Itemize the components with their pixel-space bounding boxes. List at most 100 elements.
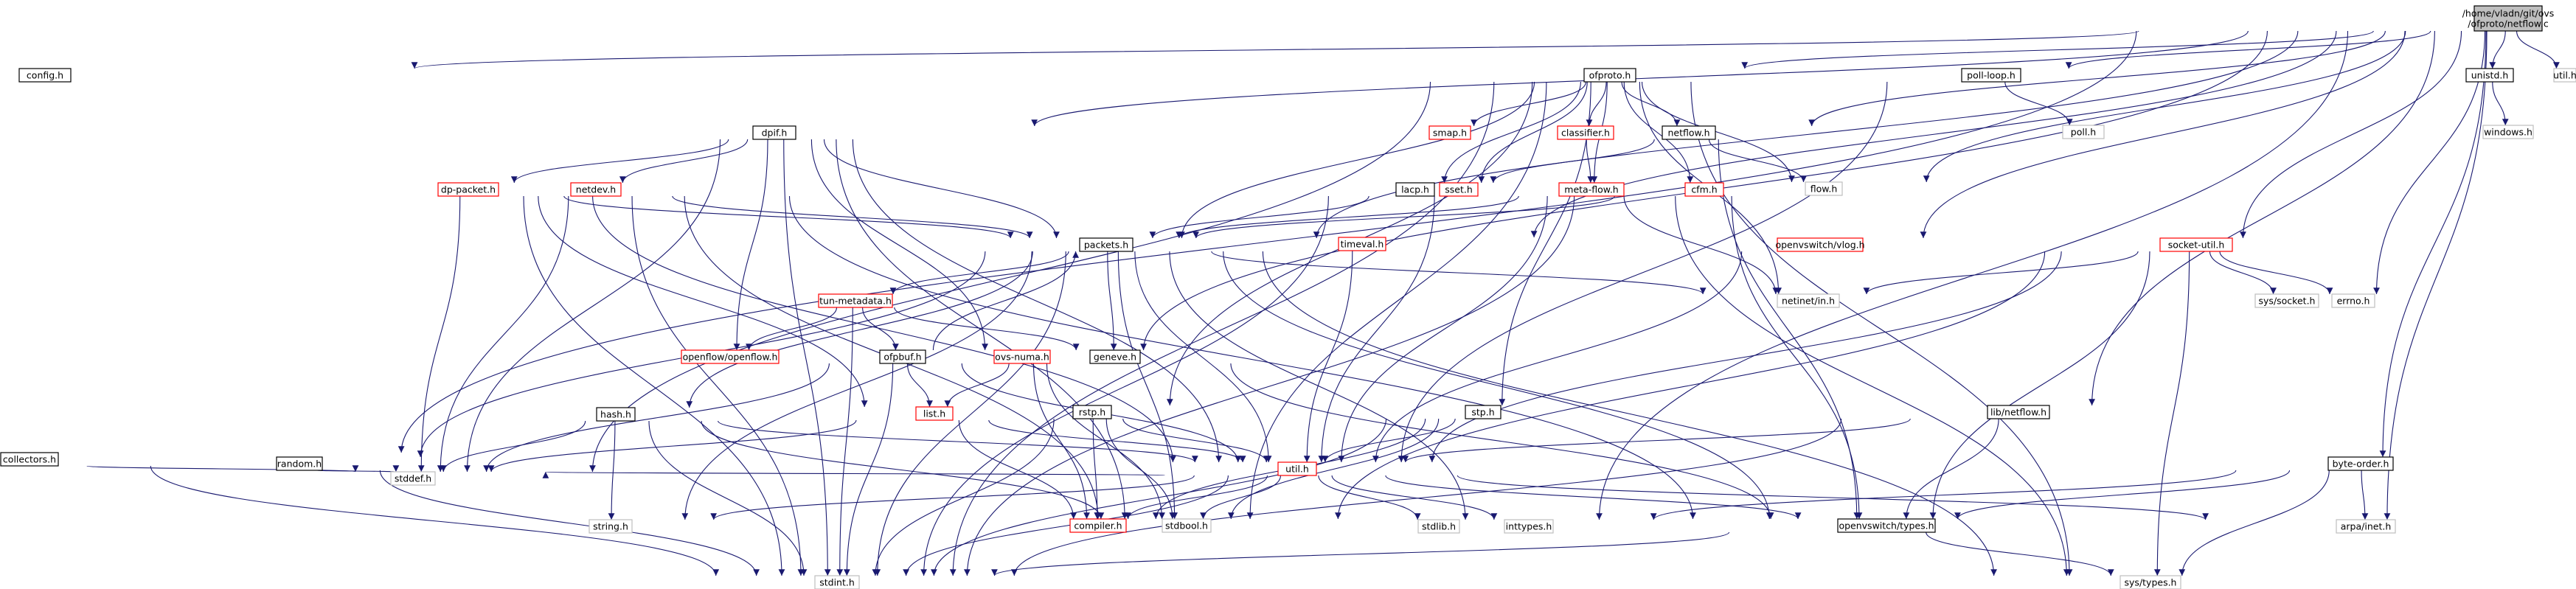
edge-dpif-to-ovs_numa (810, 139, 988, 351)
edge-hash-to-util (718, 420, 1198, 463)
node-flow[interactable]: flow.h (1805, 181, 1843, 196)
edge-root-to-config (412, 30, 2139, 69)
node-vlog[interactable]: openvswitch/vlog.h (1775, 237, 1865, 252)
node-label-netinet-in: netinet/in.h (1782, 296, 1835, 307)
edge-root-to-byte_order (2379, 30, 2487, 458)
edge-rstp-to-util (1122, 418, 1270, 463)
edge-dp_packet-to-stddef (417, 195, 461, 473)
edge-cfm-to-ovs_types (1731, 195, 1863, 520)
node-label-dp-packet: dp-packet.h (441, 184, 496, 195)
node-unistd[interactable]: unistd.h (2465, 68, 2514, 83)
node-label-ovs-types: openvswitch/types.h (1839, 520, 1934, 532)
edge-socket_util-to-netinet_in (1863, 251, 2139, 295)
node-collectors[interactable]: collectors.h (0, 452, 59, 467)
node-label-stddef: stddef.h (395, 473, 431, 484)
node-classifier[interactable]: classifier.h (1557, 125, 1614, 140)
node-label-smap: smap.h (1433, 128, 1467, 139)
node-byte-order[interactable]: byte-order.h (2327, 456, 2394, 471)
node-meta-flow[interactable]: meta-flow.h (1558, 182, 1625, 197)
node-label-root: /ofproto/netflow.c (2468, 18, 2549, 29)
node-ovs-numa[interactable]: ovs-numa.h (993, 349, 1051, 364)
edge-meta_flow-to-util (1338, 195, 1548, 463)
edge-util-to-string (710, 475, 1195, 520)
node-label-meta-flow: meta-flow.h (1564, 184, 1618, 195)
node-errno[interactable]: errno.h (2331, 293, 2375, 308)
node-sys-socket[interactable]: sys/socket.h (2254, 293, 2319, 308)
edge-stp-to-util (1322, 418, 1456, 463)
edge-ofproto-to-stdbool (1246, 81, 1547, 520)
node-tun-metadata[interactable]: tun-metadata.h (818, 293, 893, 308)
edge-util-to-stddef (544, 471, 1165, 479)
node-label-vlog: openvswitch/vlog.h (1775, 240, 1864, 251)
edge-netdev-to-packets (672, 195, 1033, 239)
edge-cfm-to-packets (1192, 195, 1615, 239)
edge-root-to-flow (1923, 30, 2406, 183)
edge-socket_util-to-ovs_types (1929, 251, 2150, 520)
edge-socket_util-to-sys_types (2153, 251, 2190, 576)
node-label-windows: windows.h (2484, 127, 2532, 138)
edge-byte_order-to-inttypes (1650, 470, 2237, 520)
edge-rstp-to-compiler (1092, 418, 1101, 520)
node-config[interactable]: config.h (18, 68, 72, 83)
node-stp[interactable]: stp.h (1465, 405, 1501, 419)
node-label-config: config.h (27, 70, 63, 81)
node-netdev[interactable]: netdev.h (570, 182, 622, 197)
node-socket-util[interactable]: socket-util.h (2159, 237, 2233, 252)
node-packets[interactable]: packets.h (1079, 237, 1133, 252)
node-stdlib[interactable]: stdlib.h (1417, 519, 1460, 534)
node-sset[interactable]: sset.h (1439, 182, 1479, 197)
edge-random-to-stdint (379, 470, 760, 576)
node-arpa-inet[interactable]: arpa/inet.h (2336, 519, 2396, 534)
node-ovs-types[interactable]: openvswitch/types.h (1837, 518, 1936, 533)
node-stdint[interactable]: stdint.h (814, 575, 860, 589)
node-ofpbuf[interactable]: ofpbuf.h (879, 349, 926, 364)
node-sys-types[interactable]: sys/types.h (2120, 575, 2181, 589)
node-inttypes[interactable]: inttypes.h (1504, 519, 1554, 534)
edge-lib_netflow-to-ovs_types (1903, 418, 1999, 520)
node-label-packets: packets.h (1084, 240, 1128, 251)
node-util[interactable]: util.h (1277, 461, 1317, 476)
edge-lib_netflow-to-util (1402, 418, 1911, 463)
node-poll-loop[interactable]: poll-loop.h (1961, 68, 2021, 83)
node-lib-netflow[interactable]: lib/netflow.h (1987, 405, 2050, 419)
node-dpif[interactable]: dpif.h (752, 125, 796, 140)
edge-tun_metadata-to-stdint (836, 307, 853, 576)
node-smap[interactable]: smap.h (1428, 125, 1471, 140)
edge-unistd-to-windows (2492, 81, 2509, 126)
edge-dp_packet-to-util (592, 195, 1176, 463)
node-util-h-ext[interactable]: util.h (2553, 68, 2576, 83)
node-compiler[interactable]: compiler.h (1069, 518, 1127, 533)
node-label-byte-order: byte-order.h (2333, 459, 2389, 470)
node-cfm[interactable]: cfm.h (1684, 182, 1724, 197)
edge-geneve-to-ovs_types (1230, 363, 1774, 520)
edge-root-to-collectors (397, 30, 2137, 453)
node-random[interactable]: random.h (276, 456, 323, 471)
node-label-stdlib: stdlib.h (1422, 521, 1456, 532)
node-string[interactable]: string.h (589, 519, 633, 534)
node-label-lacp: lacp.h (1401, 184, 1429, 195)
node-windows[interactable]: windows.h (2482, 125, 2534, 139)
node-label-cfm: cfm.h (1691, 184, 1717, 195)
edge-hash-to-stddef (440, 420, 586, 473)
edge-hash-to-stdint (648, 420, 808, 576)
node-openflow[interactable]: openflow/openflow.h (681, 349, 780, 364)
node-label-socket-util: socket-util.h (2168, 240, 2225, 251)
node-list[interactable]: list.h (915, 406, 954, 421)
edge-ofproto-to-netflow (1621, 81, 1681, 127)
node-stddef[interactable]: stddef.h (390, 471, 436, 486)
node-timeval[interactable]: timeval.h (1338, 237, 1386, 251)
node-dp-packet[interactable]: dp-packet.h (437, 182, 499, 197)
node-hash[interactable]: hash.h (596, 407, 636, 422)
node-netinet-in[interactable]: netinet/in.h (1777, 293, 1840, 308)
node-ofproto[interactable]: ofproto.h (1583, 68, 1636, 83)
node-label-netflow: netflow.h (1667, 128, 1709, 139)
node-rstp[interactable]: rstp.h (1072, 405, 1112, 419)
edge-util-to-ovs_types (1385, 475, 1802, 520)
node-netflow[interactable]: netflow.h (1662, 125, 1716, 140)
edge-byte_order-to-arpa_inet (2361, 470, 2369, 520)
node-poll[interactable]: poll.h (2062, 125, 2105, 139)
edge-ovs_types-to-stdint (991, 532, 1730, 576)
node-stdbool[interactable]: stdbool.h (1162, 518, 1212, 533)
node-geneve[interactable]: geneve.h (1089, 349, 1141, 364)
node-lacp[interactable]: lacp.h (1395, 182, 1435, 197)
